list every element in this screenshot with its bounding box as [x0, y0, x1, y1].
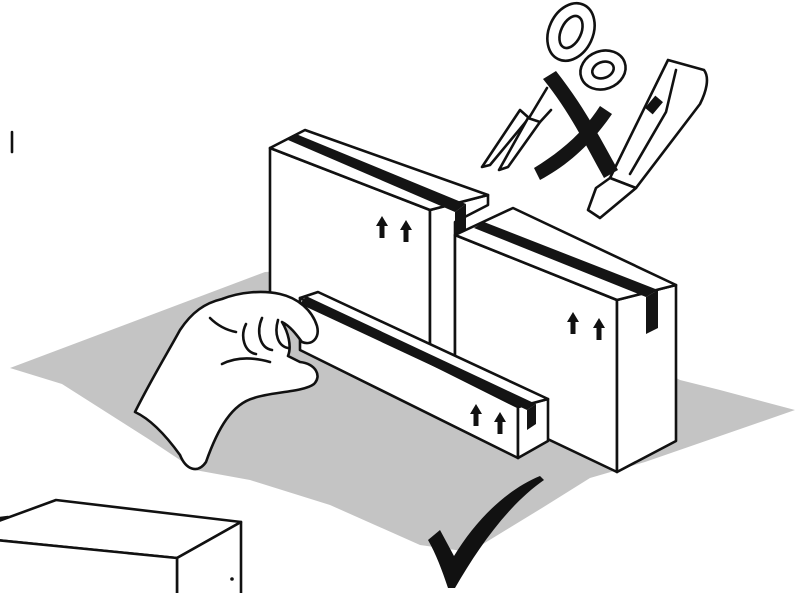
furniture-corner [0, 500, 241, 593]
packing-tape [646, 290, 658, 334]
cabinet-hole [230, 577, 234, 581]
